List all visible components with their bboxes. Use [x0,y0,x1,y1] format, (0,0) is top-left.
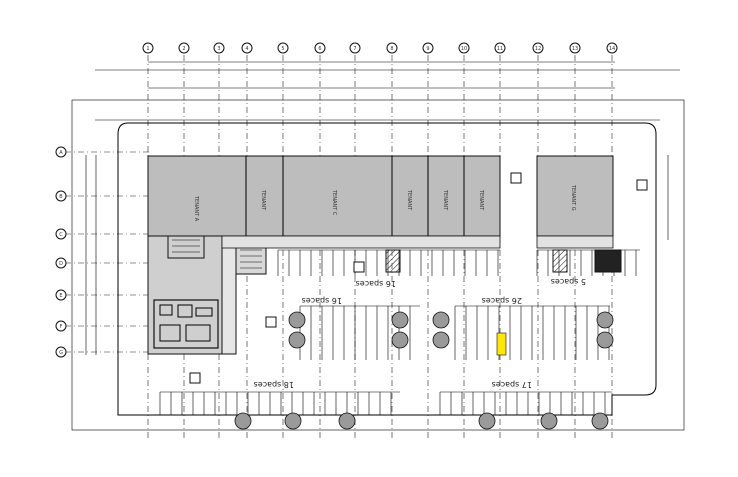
row-grid-bubble [55,289,67,301]
column-grid-label: 8 [390,46,393,52]
row-grid-bubble [55,257,67,269]
row-grid-label: F [60,324,63,330]
column-grid-bubble [277,42,289,54]
svg-text:TENANT: TENANT [478,189,484,211]
tree-symbol [478,412,496,430]
tree-symbol [391,331,409,349]
column-grid-label: 10 [461,46,467,52]
label-top-right: 26 spaces [482,296,522,305]
sidewalk-east [536,235,614,249]
tree-symbol [288,311,306,329]
column-grid-bubble [458,42,470,54]
column-grid-label: 4 [245,46,248,52]
column-grid-bubble [532,42,544,54]
tree-symbol [432,331,450,349]
column-grid-bubble [386,42,398,54]
tree-symbol [596,331,614,349]
column-grid-bubble [569,42,581,54]
svg-text:TENANT: TENANT [260,189,266,211]
site-curb [117,122,657,416]
dimension-lines [71,61,685,431]
tree-symbol [284,412,302,430]
column-grid-label: 3 [217,46,220,52]
tree-symbol [234,412,252,430]
row-grid-label: D [59,261,63,267]
tree-symbol [432,311,450,329]
tree-symbol [596,311,614,329]
row-grid-bubble [55,320,67,332]
column-grid-bubble [213,42,225,54]
tree-symbol [288,331,306,349]
accessible-space [496,332,507,356]
column-grid-label: 14 [609,46,615,52]
row-grid: A B C D E F G [55,146,150,358]
column-grid-label: 1 [146,46,149,52]
column-grid-label: 5 [281,46,284,52]
column-grid-label: 6 [318,46,321,52]
svg-text:TENANT: TENANT [442,189,448,211]
lower-left-building [147,235,267,355]
row-grid-bubble [55,190,67,202]
sidewalk [221,235,501,249]
label-top-left: 16 spaces [302,296,342,305]
svg-text:TENANT: TENANT [406,189,412,211]
column-grid-bubble [178,42,190,54]
tree-symbol [391,311,409,329]
row-grid-label: C [59,232,63,238]
row-grid-bubble [55,146,67,158]
column-grid-label: 2 [182,46,185,52]
svg-text:TENANT C: TENANT C [331,189,337,216]
column-grid-bubble [494,42,506,54]
building-row: TENANT A TENANT TENANT C TENANT TENANT T… [147,155,614,237]
column-grid-label: 7 [353,46,356,52]
label-bottom-left: 18 spaces [254,380,294,389]
label-bottom-right: 17 spaces [492,380,532,389]
row-grid-bubble [55,346,67,358]
row-grid-label: E [59,293,62,299]
marker-tags [189,172,648,384]
row-grid-bubble [55,228,67,240]
column-grid-label: 12 [535,46,541,52]
dumpster-enclosure [594,249,622,273]
column-grid-bubble [142,42,154,54]
row-grid-label: A [59,150,63,156]
tree-symbol [540,412,558,430]
parking-labels: 16 spaces 16 spaces 26 spaces 5 spaces 1… [254,277,586,389]
hatched-pad-east [552,249,568,273]
label-right-corner: 5 spaces [551,277,586,286]
hatched-pad [385,249,401,273]
row-grid-label: B [59,194,63,200]
svg-text:TENANT A: TENANT A [193,195,199,222]
column-grid-bubble [241,42,253,54]
svg-text:TENANT G: TENANT G [570,184,576,211]
landscape-trees [234,311,614,430]
tree-symbol [338,412,356,430]
column-grid-bubble [349,42,361,54]
column-grid-bubble [606,42,618,54]
column-grid-bubble [422,42,434,54]
label-top-center: 16 spaces [356,279,396,288]
column-grid-label: 11 [497,46,503,52]
column-grid-label: 9 [426,46,429,52]
column-grid-label: 13 [572,46,578,52]
row-grid-label: G [59,350,63,356]
column-grid-bubble [314,42,326,54]
tree-symbol [591,412,609,430]
